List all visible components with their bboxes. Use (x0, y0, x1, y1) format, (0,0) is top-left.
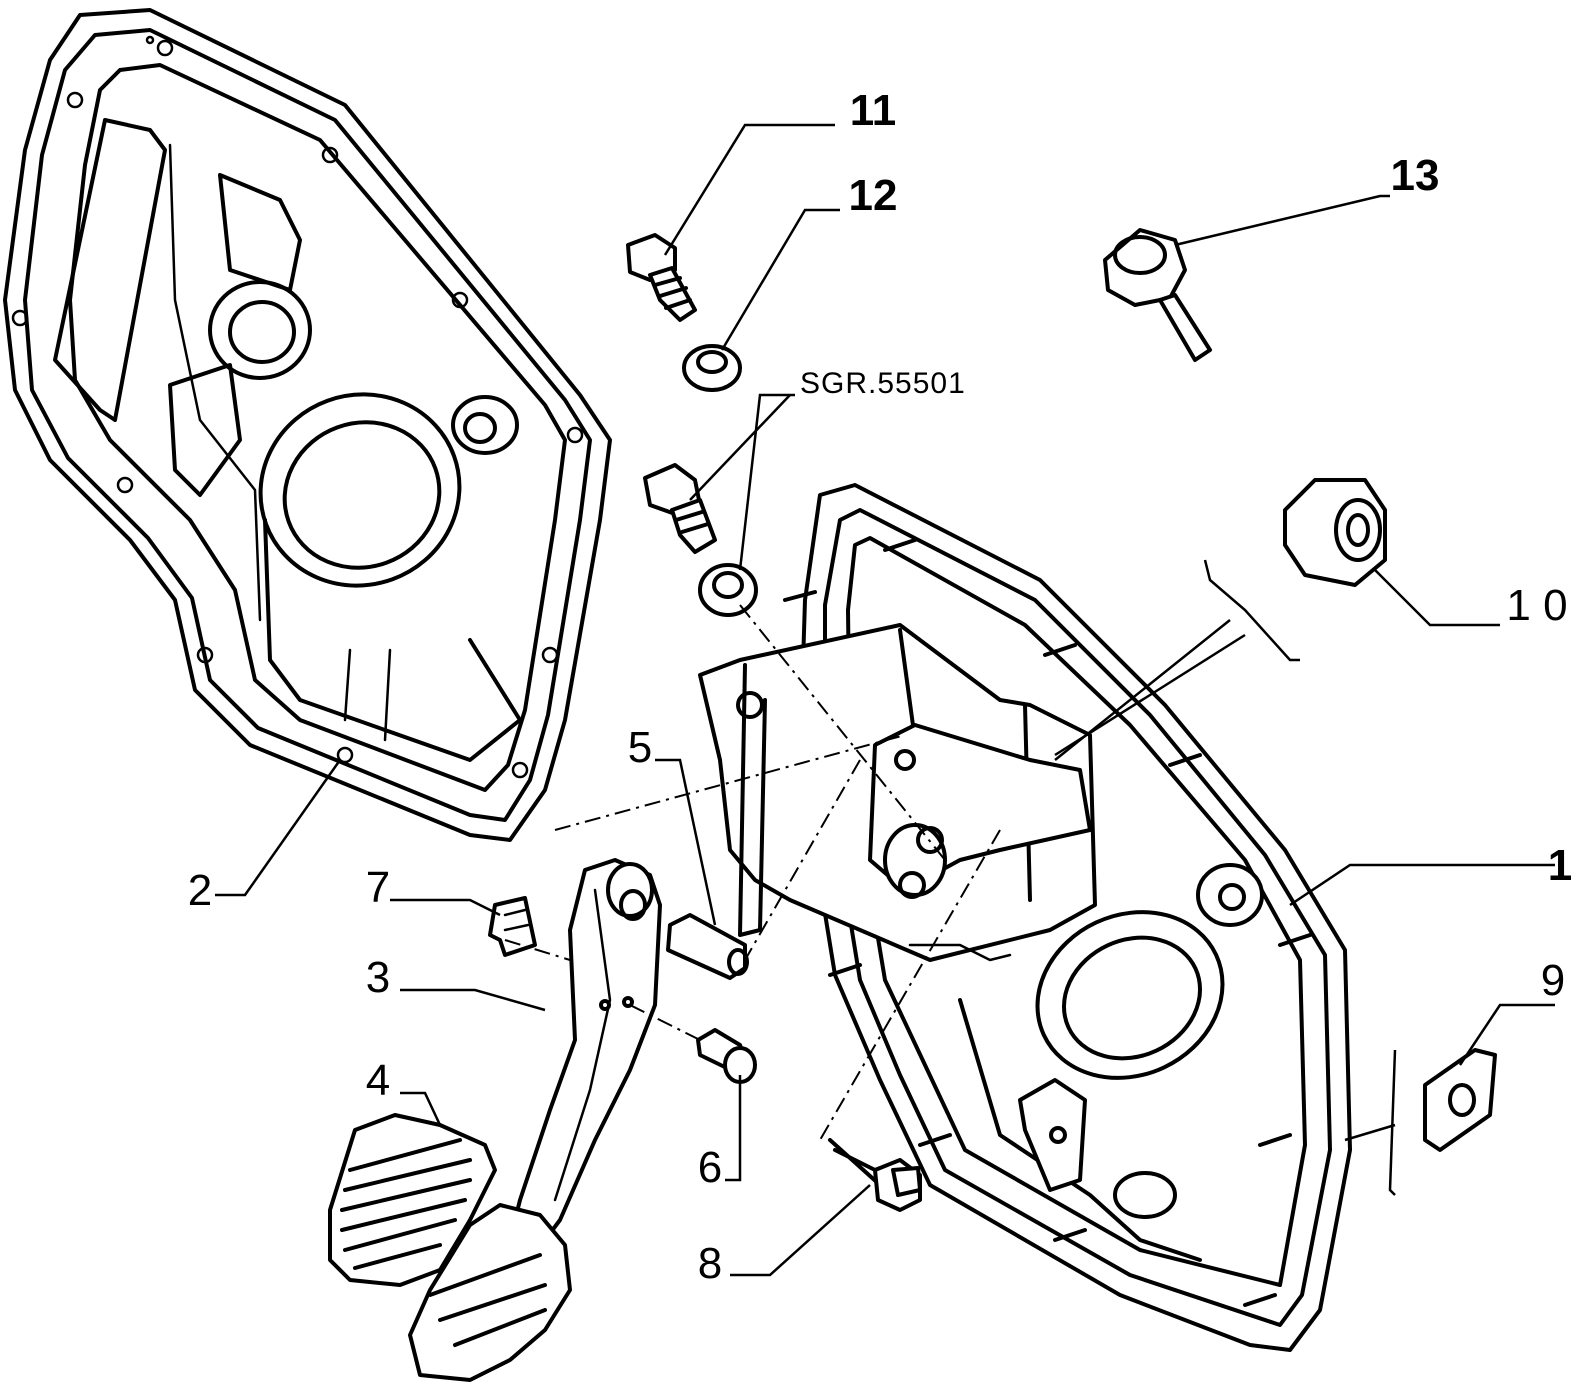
callout-4: 4 (366, 1056, 390, 1105)
part-12-seal (682, 344, 742, 392)
part-11-switch (626, 233, 697, 322)
part-1-pedal-box (698, 483, 1352, 1352)
part-13-plug (1103, 228, 1212, 362)
assembly-lines (504, 604, 1001, 1141)
callout-13: 13 (1391, 151, 1440, 200)
callout-1: 1 (1548, 841, 1572, 890)
part-3-pedal-arm (408, 858, 662, 1382)
part-8-bolt (828, 1138, 922, 1212)
callout-2: 2 (188, 866, 212, 915)
part-6-bushing (696, 1028, 757, 1084)
part-7-clip (488, 896, 537, 957)
bracket-marks (1203, 559, 1397, 1196)
callout-6: 6 (698, 1143, 722, 1192)
part-2-cover-plate (3, 8, 612, 842)
sgr-switch-assembly (643, 463, 758, 617)
callout-9: 9 (1541, 956, 1565, 1005)
leader-lines (215, 123, 1555, 1277)
reference-code: SGR.55501 (800, 367, 966, 400)
callout-8: 8 (698, 1239, 722, 1288)
callout-5: 5 (628, 723, 652, 772)
callouts: 1 2 3 4 5 6 7 8 9 1 0 11 12 13 SGR.55501 (188, 86, 1572, 1288)
callout-12: 12 (849, 171, 898, 220)
part-9-cage-nut (1423, 1048, 1497, 1152)
part-10-nut (1283, 478, 1387, 587)
callout-7: 7 (366, 863, 390, 912)
part-5-pin (666, 913, 749, 980)
part-4-pedal-pad (328, 1113, 497, 1287)
callout-10: 1 0 (1506, 581, 1567, 630)
callout-3: 3 (366, 953, 390, 1002)
callout-11: 11 (850, 86, 897, 135)
